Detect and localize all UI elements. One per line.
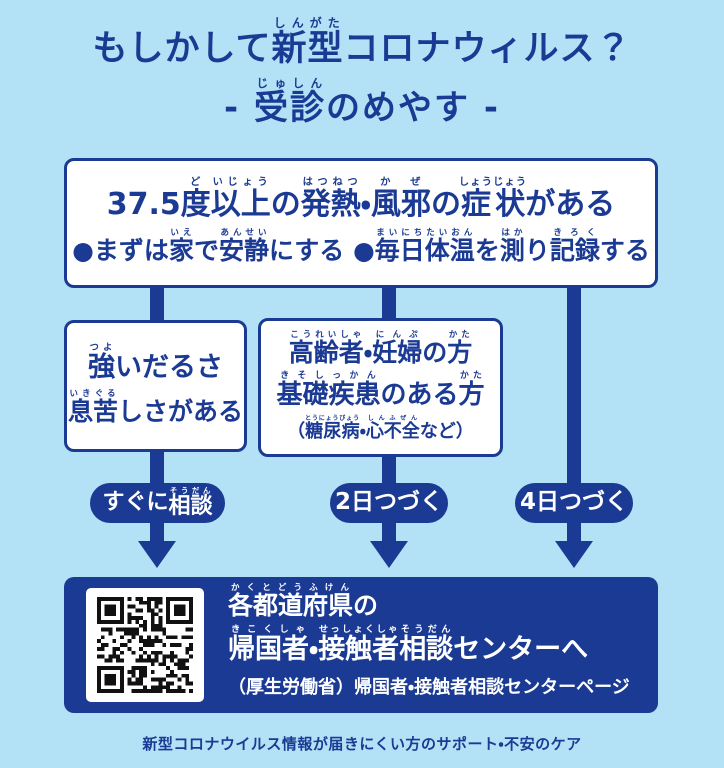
severe-line-1: 強つよいだるさ — [88, 342, 223, 383]
contact-line-1: 各都道府県かくとどうふけんの — [228, 583, 379, 620]
symptom-line: 37.5度ど以上いじょうの発熱はつねつ・風邪かぜの症状しょうじょうがある — [106, 177, 616, 223]
footer-note: 新型コロナウイルス情報が届きにくい方のサポート・不安のケア — [142, 735, 582, 753]
contact-center-box: 各都道府県かくとどうふけんの 帰国者きこくしゃ・接触者せっしょくしゃ相談そうだん… — [64, 577, 658, 713]
severe-symptom-box: 強つよいだるさ 息苦いきぐるしさがある — [64, 320, 247, 452]
badge-consult-immediately: すぐに相談そうだん — [90, 483, 225, 523]
connector-right — [567, 284, 581, 548]
high-risk-line-1: 高齢者こうれいしゃ・妊婦にんぷの方かた — [288, 330, 473, 368]
connector-middle-top — [382, 284, 396, 324]
symptom-box: 37.5度ど以上いじょうの発熱はつねつ・風邪かぜの症状しょうじょうがある ●まず… — [64, 158, 658, 288]
high-risk-line-2: 基礎疾患きそしっかんのある方かた — [276, 371, 485, 411]
qr-code-icon — [97, 597, 193, 693]
badge-2-days: 2日つづく — [330, 483, 448, 523]
severe-line-2: 息苦いきぐるしさがある — [67, 388, 244, 426]
high-risk-line-3: （糖尿病とうにょうびょう・心不全しんふぜんなど） — [287, 414, 474, 442]
connector-left-top — [150, 284, 164, 326]
contact-text: 各都道府県かくとどうふけんの 帰国者きこくしゃ・接触者せっしょくしゃ相談そうだん… — [228, 583, 630, 699]
page-title: もしかして新型しんがたコロナウィルス？ — [92, 16, 632, 69]
high-risk-box: 高齢者こうれいしゃ・妊婦にんぷの方かた 基礎疾患きそしっかんのある方かた （糖尿… — [258, 318, 503, 457]
badge-4-days: 4日つづく — [515, 483, 633, 523]
arrow-down-middle-icon — [370, 541, 408, 568]
arrow-down-left-icon — [138, 541, 176, 568]
arrow-down-right-icon — [555, 541, 593, 568]
page-subtitle: - 受診じゅしんのめやす - — [224, 76, 500, 128]
advice-line: ●まずは家いえで安静あんせいにする ●毎日まいにち体温たいおんを測はかり記録きろ… — [72, 227, 650, 265]
contact-line-2: 帰国者きこくしゃ・接触者せっしょくしゃ相談そうだんセンターへ — [228, 624, 589, 666]
qr-panel — [86, 588, 204, 702]
contact-line-3: （厚生労働省）帰国者・接触者相談センターページ — [228, 677, 630, 699]
